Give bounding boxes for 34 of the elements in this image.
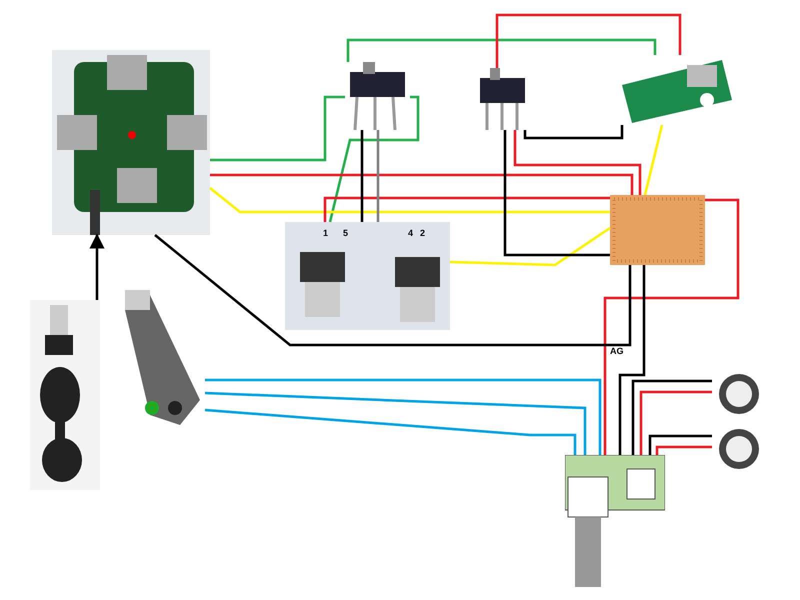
wire: [209, 187, 610, 214]
pin-label: AG: [610, 346, 624, 356]
wire: [656, 446, 712, 455]
wire: [524, 125, 624, 140]
wire: [154, 234, 632, 346]
pin-number: 2: [420, 228, 426, 238]
wire: [648, 434, 712, 455]
wire: [210, 96, 345, 162]
wire: [328, 96, 420, 222]
wire: [640, 390, 712, 455]
wire: [504, 130, 610, 256]
pin-number: 4: [408, 228, 414, 238]
pin-number: 5: [343, 228, 348, 238]
wire: [324, 196, 610, 222]
wire: [210, 174, 634, 195]
micro-usb-plugs-picture: [285, 222, 450, 330]
wire: [632, 380, 712, 455]
wire: [604, 198, 740, 455]
wire: [346, 38, 656, 62]
wire: [618, 265, 646, 455]
pin-number: 1: [323, 228, 328, 238]
wire: [204, 408, 576, 455]
wire: [644, 124, 664, 196]
wire: [204, 392, 586, 455]
usb-cable-picture: [30, 300, 100, 490]
wire: [360, 130, 364, 222]
wire: [450, 226, 611, 266]
wire: [496, 14, 682, 68]
perfboard-picture: [610, 195, 705, 265]
usb-hub-picture: [52, 50, 210, 235]
wire: [376, 130, 380, 222]
wire: [205, 378, 602, 455]
wire: [514, 130, 642, 195]
arrow: [90, 234, 104, 300]
